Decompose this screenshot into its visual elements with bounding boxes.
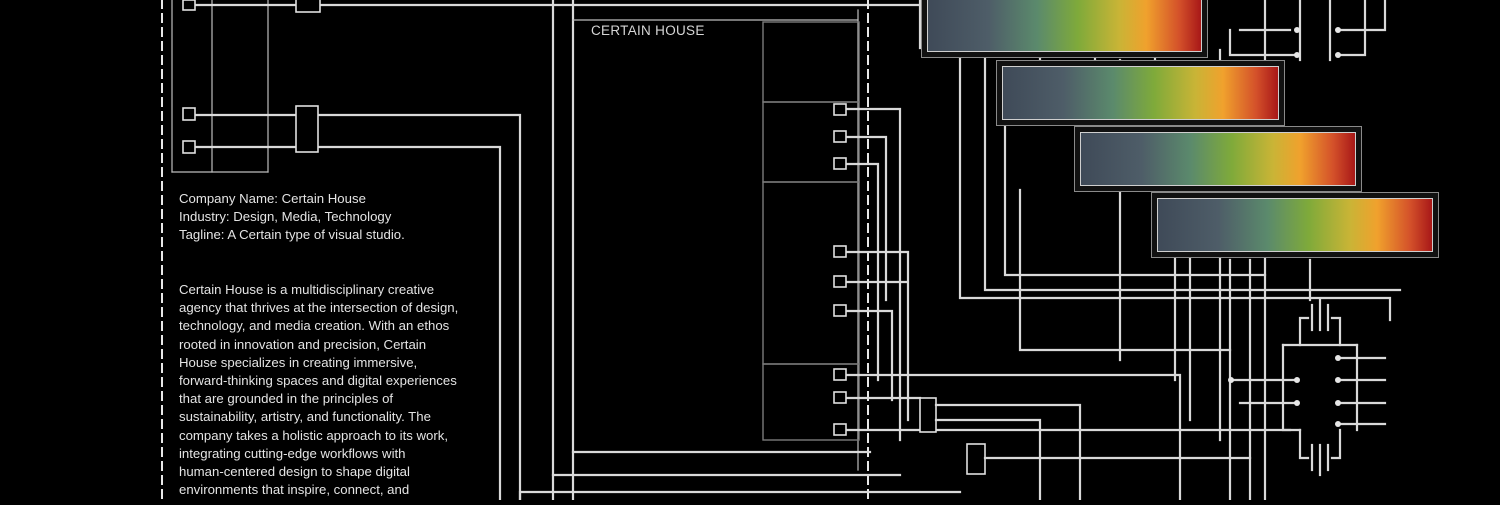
company-industry: Industry: Design, Media, Technology bbox=[179, 209, 392, 225]
spectrum-bar-3 bbox=[1080, 132, 1356, 186]
description-line: sustainability, artistry, and functional… bbox=[179, 409, 431, 425]
spectrum-bar-2 bbox=[1002, 66, 1279, 120]
description-line: forward-thinking spaces and digital expe… bbox=[179, 373, 457, 389]
description-line: company takes a holistic approach to its… bbox=[179, 427, 449, 443]
company-info: Company Name: Certain House Industry: De… bbox=[179, 190, 489, 245]
description-line: technology, and media creation. With an … bbox=[179, 318, 450, 334]
page-title: CERTAIN HOUSE bbox=[591, 23, 705, 38]
description-line: that are grounded in the principles of bbox=[179, 391, 394, 407]
company-tagline: Tagline: A Certain type of visual studio… bbox=[179, 227, 405, 243]
company-description: Certain House is a multidisciplinary cre… bbox=[179, 281, 494, 499]
description-line: human-centered design to shape digital bbox=[179, 464, 410, 480]
description-line: agency that thrives at the intersection … bbox=[179, 300, 459, 316]
description-line: rooted in innovation and precision, Cert… bbox=[179, 336, 427, 352]
description-line: integrating cutting-edge workflows with bbox=[179, 445, 406, 461]
company-name: Company Name: Certain House bbox=[179, 191, 366, 206]
spectrum-bar-1 bbox=[927, 0, 1202, 52]
description-line: House specializes in creating immersive, bbox=[179, 354, 418, 370]
description-line: Certain House is a multidisciplinary cre… bbox=[179, 282, 435, 297]
spectrum-bar-4 bbox=[1157, 198, 1433, 252]
description-line: environments that inspire, connect, and bbox=[179, 482, 410, 498]
